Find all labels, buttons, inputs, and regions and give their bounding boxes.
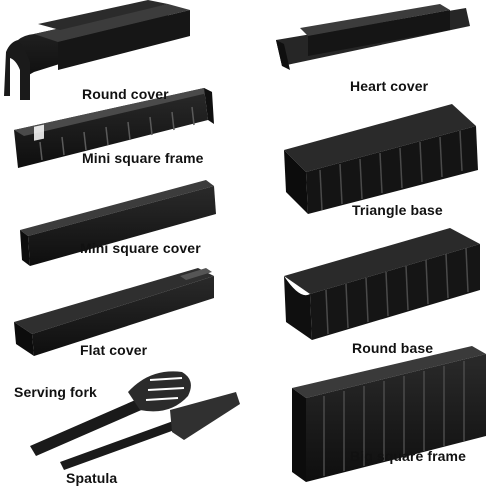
heart-cover-part bbox=[276, 4, 470, 70]
big-square-frame-label: Big square frame bbox=[350, 448, 466, 464]
round-cover-part bbox=[4, 0, 190, 100]
triangle-base-label: Triangle base bbox=[352, 202, 443, 218]
round-cover-label: Round cover bbox=[82, 86, 169, 102]
mini-square-cover-part bbox=[20, 180, 216, 266]
round-base-part bbox=[284, 228, 480, 340]
mini-square-frame-label: Mini square frame bbox=[82, 150, 204, 166]
triangle-base-part bbox=[284, 104, 478, 214]
flat-cover-part bbox=[14, 268, 214, 356]
round-base-label: Round base bbox=[352, 340, 434, 356]
heart-cover-label: Heart cover bbox=[350, 78, 429, 94]
big-square-frame-part bbox=[292, 346, 486, 482]
serving-fork-label: Serving fork bbox=[14, 384, 97, 400]
mini-square-frame-part bbox=[14, 88, 214, 168]
spatula-part bbox=[60, 392, 240, 470]
spatula-label: Spatula bbox=[66, 470, 118, 486]
serving-fork-part bbox=[30, 371, 191, 456]
mini-square-cover-label: Mini square cover bbox=[80, 240, 201, 256]
flat-cover-label: Flat cover bbox=[80, 342, 148, 358]
